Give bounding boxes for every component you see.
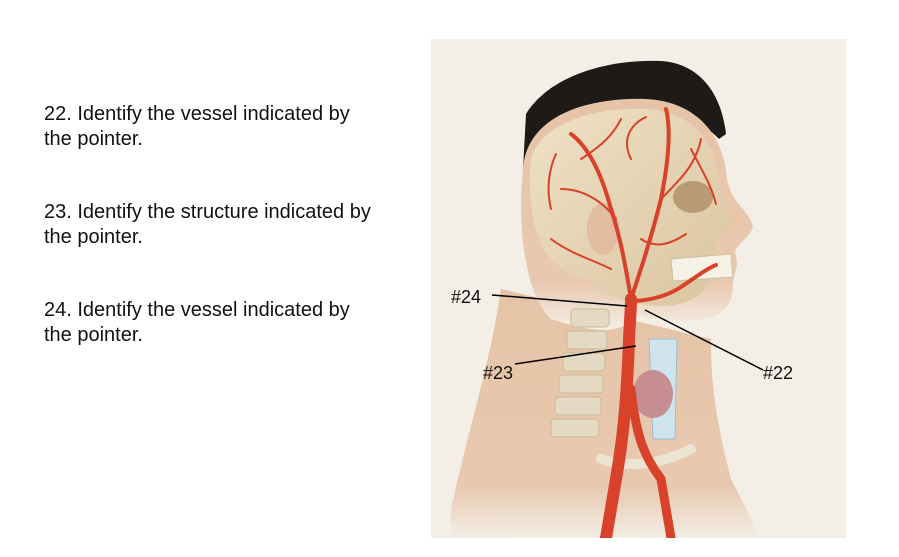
ear — [587, 203, 619, 255]
thyroid — [633, 370, 673, 418]
label-22: #22 — [763, 363, 794, 383]
label-23: #23 — [483, 363, 514, 383]
teeth — [670, 253, 734, 282]
head-neck-arteries-drawing — [451, 60, 761, 538]
label-24: #24 — [451, 287, 482, 307]
anatomy-illustration — [431, 39, 846, 538]
question-23: 23. Identify the structure indicated by … — [44, 201, 371, 248]
hair — [523, 60, 726, 170]
question-24: 24. Identify the vessel indicated by the… — [44, 299, 350, 346]
eye-socket — [673, 181, 713, 213]
question-22: 22. Identify the vessel indicated by the… — [44, 103, 350, 150]
